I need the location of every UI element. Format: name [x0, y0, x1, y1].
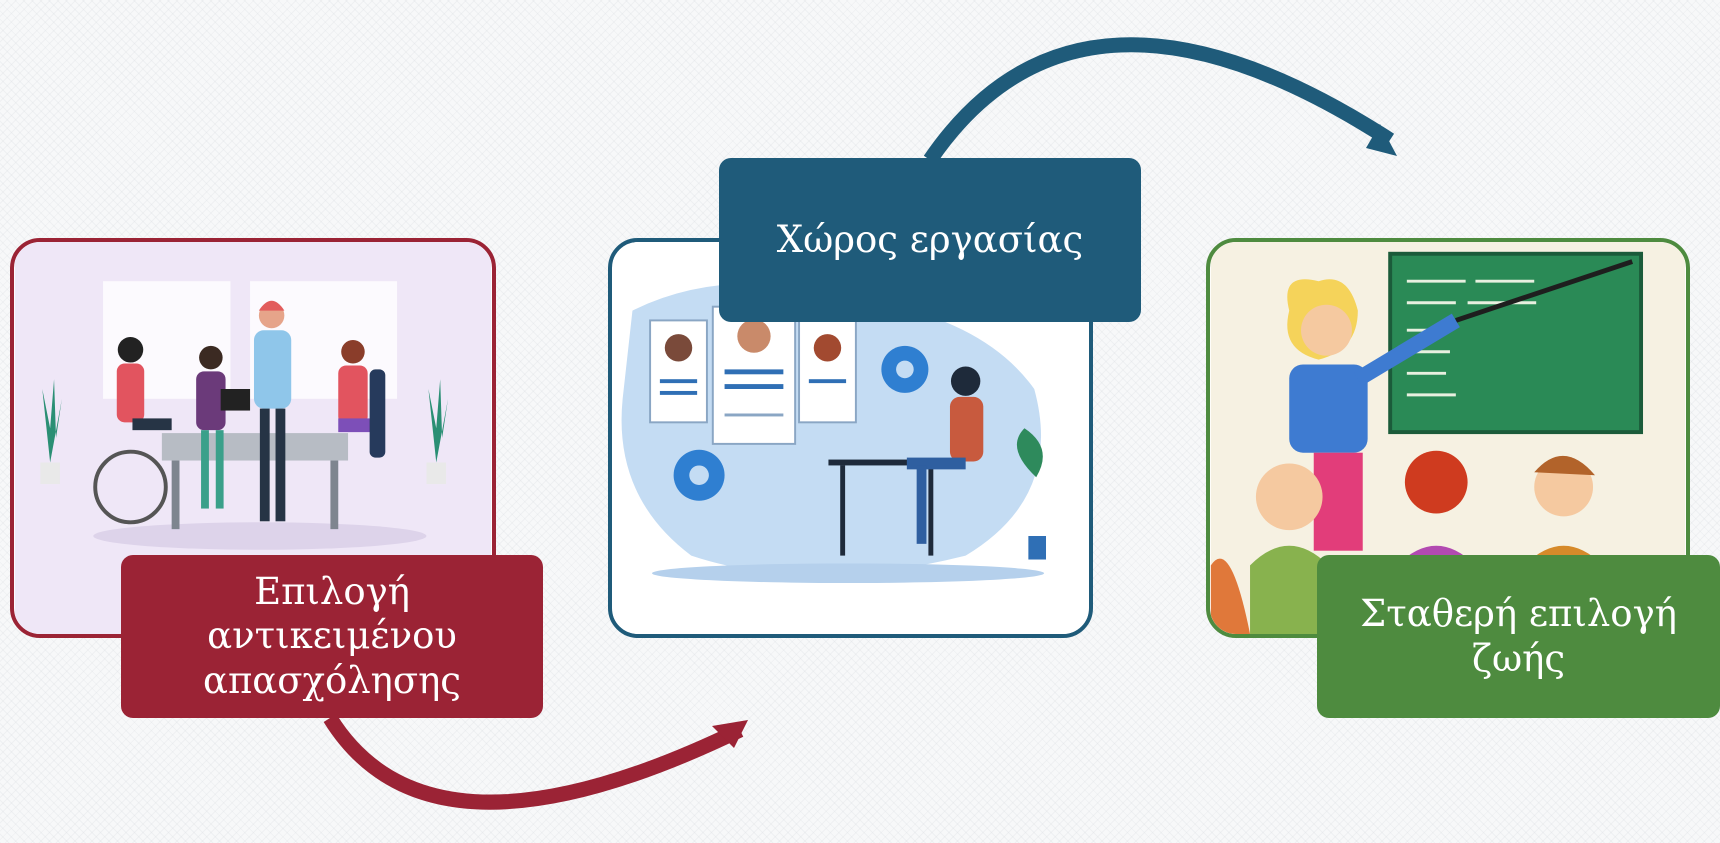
step1-label: Επιλογή αντικειμένου απασχόλησης — [202, 569, 461, 702]
arrow-head-red — [712, 720, 748, 748]
arrow-head-blue — [1366, 124, 1397, 156]
step3-label: Σταθερή επιλογή ζωής — [1360, 592, 1677, 680]
step3-label-box: Σταθερή επιλογή ζωής — [1317, 555, 1720, 718]
step2-label-box: Χώρος εργασίας — [719, 158, 1141, 322]
step2-label: Χώρος εργασίας — [776, 217, 1084, 261]
arrow-step1-to-step2 — [323, 714, 744, 810]
arrow-step2-to-step3 — [923, 37, 1395, 165]
step1-label-box: Επιλογή αντικειμένου απασχόλησης — [121, 555, 543, 718]
